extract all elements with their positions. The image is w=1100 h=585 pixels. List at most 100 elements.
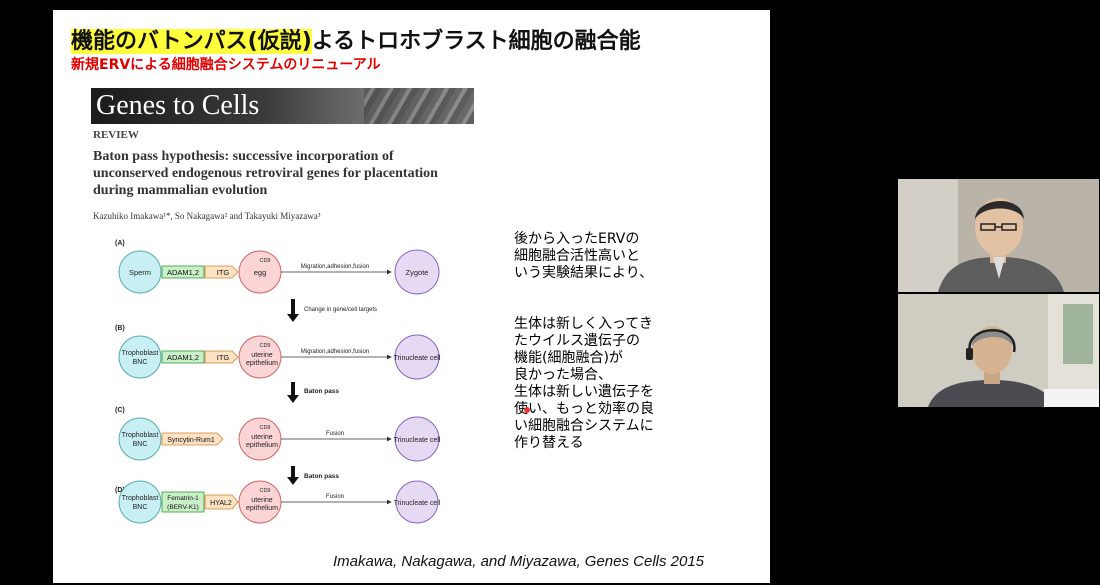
note-line: 良かった場合、 [514, 367, 612, 383]
cd9-label: CD9 [259, 343, 270, 349]
trophoblast-cell [118, 335, 162, 379]
cell-label: BNC [133, 441, 148, 448]
cell-label: epithelium [246, 505, 278, 512]
step-change: Change in gene/cell targets [287, 299, 377, 322]
panel-d: (D) Trophoblast BNC Fematrin-1 (BERV-K1)… [115, 480, 441, 524]
participant-video-1[interactable] [898, 179, 1099, 292]
cell-label: uterine [251, 352, 273, 359]
slide-title: 機能のバトンパス(仮説)よるトロホブラスト細胞の融合能 [71, 23, 641, 55]
gene-label: Syncytin-Rum1 [167, 437, 215, 444]
trophoblast-cell [118, 480, 162, 524]
result-label: Zygote [406, 268, 429, 277]
journal-banner-image [364, 88, 474, 124]
cell-label: Sperm [129, 268, 151, 277]
slide-subtitle: 新規ERVによる細胞融合システムのリニューアル [71, 57, 381, 73]
tag-box [204, 494, 239, 510]
tag-label: HYAL2 [210, 500, 232, 507]
step-label: Change in gene/cell targets [304, 307, 377, 313]
cell-label: Trophoblast [122, 350, 159, 357]
gene-label: Fematrin-1 [167, 495, 199, 502]
sperm-cell [118, 250, 162, 294]
tag-box [204, 350, 239, 364]
step-label: Baton pass [304, 473, 339, 480]
zygote-cell [394, 249, 440, 295]
paper-excerpt: Genes to Cells REVIEW Baton pass hypothe… [91, 88, 474, 221]
participant-1-icon [898, 179, 1099, 292]
result-label: Trinucleate cell [394, 437, 441, 444]
citation: Imakawa, Nakagawa, and Miyazawa, Genes C… [333, 553, 705, 570]
tag-box [204, 265, 239, 279]
arrow-label: Fusion [326, 431, 344, 437]
panel-b: (B) Trophoblast BNC ADAM1,2 ITG CD9 uter… [115, 325, 441, 380]
panel-c: (C) Trophoblast BNC Syncytin-Rum1 CD9 ut… [115, 407, 441, 462]
arrow-label: Migration,adhesion,fusion [301, 349, 369, 355]
gene-label: ADAM1,2 [167, 353, 199, 362]
tag-label: ITG [217, 353, 230, 362]
trinucleate-cell [394, 416, 440, 462]
panel-label: (D) [115, 487, 125, 494]
arrow-label: Migration,adhesion,fusion [301, 264, 369, 270]
gene-label: (BERV-K1) [167, 504, 199, 511]
presentation-slide: 機能のバトンパス(仮説)よるトロホブラスト細胞の融合能 新規ERVによる細胞融合… [53, 10, 770, 583]
step-baton-1: Baton pass [287, 382, 339, 403]
note-line: 作り替える [514, 435, 584, 451]
paper-title-line: Baton pass hypothesis: successive incorp… [93, 149, 394, 164]
result-label: Trinucleate cell [394, 355, 441, 362]
cell-label: uterine [251, 497, 273, 504]
baton-pass-diagram: (A) Sperm ADAM1,2 ITG CD9 egg Migration,… [115, 240, 441, 524]
note-line: たウイルス遺伝子の [514, 333, 640, 349]
cd9-label: CD9 [259, 425, 270, 431]
paper-title-line: during mammalian evolution [93, 183, 268, 198]
participant-video-2[interactable] [898, 294, 1099, 407]
cell-label: uterine [251, 434, 273, 441]
cell-label: BNC [133, 359, 148, 366]
trinucleate-cell [395, 480, 439, 524]
note-line: 生体は新しく入ってき [514, 316, 653, 332]
note-gap [514, 299, 654, 316]
step-label: Baton pass [304, 388, 339, 395]
note-line: 生体は新しい遺伝子を [514, 384, 654, 400]
explanation-text: 後から入ったERVの 細胞融合活性高いと いう実験結果により、 生体は新しく入っ… [514, 231, 654, 452]
note-line: 後から入ったERVの [514, 231, 640, 247]
trophoblast-cell [118, 417, 162, 461]
step-arrowhead [287, 395, 299, 403]
title-highlight: 機能のバトンパス(仮説) [71, 29, 312, 54]
cd9-label: CD9 [259, 488, 270, 494]
tag-label: ITG [217, 268, 230, 277]
journal-name: Genes to Cells [96, 90, 260, 121]
cell-label: Trophoblast [122, 495, 159, 502]
step-baton-2: Baton pass [287, 466, 339, 485]
participant-2-icon [898, 294, 1099, 407]
note-line: い細胞融合システムに [514, 418, 654, 434]
cell-label: Trophoblast [122, 432, 159, 439]
cell-label: epithelium [246, 360, 278, 367]
cell-label: epithelium [246, 442, 278, 449]
paper-title-line: unconserved endogenous retroviral genes … [93, 166, 438, 181]
gene-box [161, 350, 205, 364]
cd9-label: CD9 [259, 258, 270, 264]
gene-box [161, 432, 224, 446]
paper-authors: Kazuhiko Imakawa¹*, So Nakagawa² and Tak… [93, 211, 321, 221]
note-line: 細胞融合活性高いと [514, 248, 640, 264]
result-label: Trinucleate cell [394, 500, 441, 507]
journal-banner: Genes to Cells [91, 88, 474, 124]
panel-label: (C) [115, 407, 125, 414]
gene-label: ADAM1,2 [167, 268, 199, 277]
gene-box [161, 265, 205, 279]
step-arrowhead [287, 314, 299, 322]
note-line: 使い、もっと効率の良 [514, 401, 654, 417]
cell-label: egg [254, 268, 267, 277]
note-line: 機能(細胞融合)が [514, 350, 623, 366]
panel-a: (A) Sperm ADAM1,2 ITG CD9 egg Migration,… [115, 240, 440, 295]
gene-box [161, 491, 205, 513]
note-line: いう実験結果により、 [514, 265, 654, 281]
cell-label: BNC [133, 504, 148, 511]
step-arrowhead [287, 477, 299, 485]
panel-label: (A) [115, 240, 125, 247]
paper-title: Baton pass hypothesis: successive incorp… [93, 148, 474, 199]
trinucleate-cell [394, 334, 440, 380]
arrow-label: Fusion [326, 494, 344, 500]
panel-label: (B) [115, 325, 125, 332]
title-rest: よるトロホブラスト細胞の融合能 [311, 29, 641, 54]
paper-section: REVIEW [93, 129, 139, 141]
